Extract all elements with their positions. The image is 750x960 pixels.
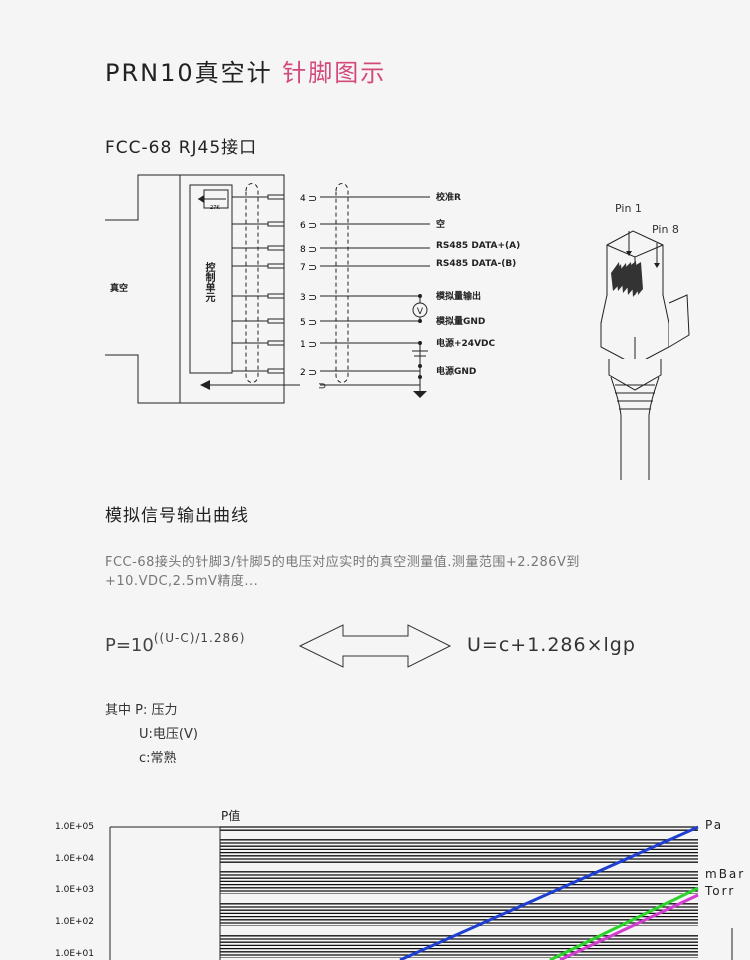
chart-title: P值: [221, 809, 241, 823]
pin-label: RS485 DATA+(A): [436, 241, 521, 251]
pin-socket-icon: ⊃: [308, 316, 317, 329]
pin-contact: [267, 293, 285, 299]
formula-left: P=10((U-C)/1.286): [105, 631, 245, 656]
series-line-mbar: [549, 886, 699, 960]
y-tick-label: 1.0E+02: [55, 917, 94, 927]
description: FCC-68接头的针脚3/针脚5的电压对应实时的真空测量值.测量范围+2.286…: [105, 555, 580, 589]
pin-number: 1: [300, 340, 306, 350]
grid-gap: [220, 831, 698, 839]
pin-contact: [267, 194, 285, 200]
pin-number: 5: [300, 318, 306, 328]
pin-number: 8: [300, 245, 306, 255]
svg-text:⊃: ⊃: [318, 381, 326, 392]
pin-contact: [267, 245, 285, 251]
pin-contact: [267, 368, 285, 374]
pin-number: 2: [300, 368, 306, 378]
series-label: Torr: [705, 884, 736, 898]
control-unit-label: 控制单元: [203, 262, 214, 302]
pressure-chart: [109, 825, 733, 960]
pin-socket-icon: ⊃: [308, 366, 317, 379]
where-line1: 其中 P: 压力: [105, 703, 178, 718]
series-line-torr: [559, 893, 699, 960]
pin-socket-icon: ⊃: [308, 243, 317, 256]
pin-socket-icon: ⊃: [308, 261, 317, 274]
pin-contact: [267, 221, 285, 227]
pin-label: 模拟量输出: [436, 292, 482, 302]
series-label: Pa: [705, 818, 724, 832]
y-tick-label: 1.0E+01: [55, 949, 94, 959]
pin-number: 7: [300, 263, 306, 273]
double-arrow-icon: [298, 624, 452, 668]
pin-socket-icon: ⊃: [308, 192, 317, 205]
control-unit-box: [189, 184, 233, 374]
where-line2: U:电压(V): [139, 727, 198, 742]
grid-gap: [220, 863, 698, 871]
y-tick-label: 1.0E+05: [55, 822, 94, 832]
shield-right: [335, 183, 349, 383]
rj45-plug-drawing: [600, 230, 690, 480]
ground-icon: [413, 391, 427, 398]
pin-label: 空: [436, 220, 446, 230]
svg-text:V: V: [417, 307, 424, 317]
pin-contact: [267, 340, 285, 346]
title-main: PRN10真空计: [105, 59, 273, 87]
svg-text:27K: 27K: [210, 205, 220, 211]
connector-heading: FCC-68 RJ45接口: [105, 138, 258, 158]
pin-socket-icon: ⊃: [308, 291, 317, 304]
page-title: PRN10真空计 针脚图示: [105, 53, 386, 88]
grid-gap: [220, 926, 698, 934]
wiring-diagram: 27K 4⊃6⊃8⊃7⊃3⊃5⊃1⊃2⊃ V ⊃: [105, 174, 430, 404]
pin8-label: Pin 8: [652, 223, 679, 236]
pin-number: 4: [300, 194, 306, 204]
pin-socket-icon: ⊃: [308, 219, 317, 232]
series-line-pa: [399, 825, 699, 960]
formula-base: P=10: [105, 635, 154, 656]
pin1-label: Pin 1: [615, 202, 642, 215]
pin-number: 3: [300, 293, 306, 303]
grid-gap: [220, 894, 698, 902]
pin-label: RS485 DATA-(B): [436, 259, 517, 269]
pin-label: 电源+24VDC: [436, 339, 496, 349]
pin-label: 校准R: [436, 193, 461, 203]
grid-gap: [220, 958, 698, 960]
pin-contact: [267, 263, 285, 269]
pin-contact: [267, 318, 285, 324]
pin-label: 电源GND: [436, 367, 477, 377]
vacuum-outline: [105, 174, 285, 404]
pin-label: 模拟量GND: [436, 317, 486, 327]
formula-right: U=c+1.286×lgp: [467, 634, 636, 656]
vacuum-label: 真空: [110, 284, 129, 294]
formula-exponent: ((U-C)/1.286): [153, 631, 246, 645]
y-tick-label: 1.0E+03: [55, 885, 94, 895]
shield-left: [245, 183, 259, 383]
series-label: mBar: [705, 867, 746, 881]
control-box-outline: [179, 174, 285, 404]
y-tick-label: 1.0E+04: [55, 854, 94, 864]
pin-number: 6: [300, 221, 306, 231]
title-accent: 针脚图示: [282, 59, 387, 87]
curve-heading: 模拟信号输出曲线: [105, 506, 249, 526]
where-line3: c:常熟: [139, 751, 177, 766]
pin-socket-icon: ⊃: [308, 338, 317, 351]
